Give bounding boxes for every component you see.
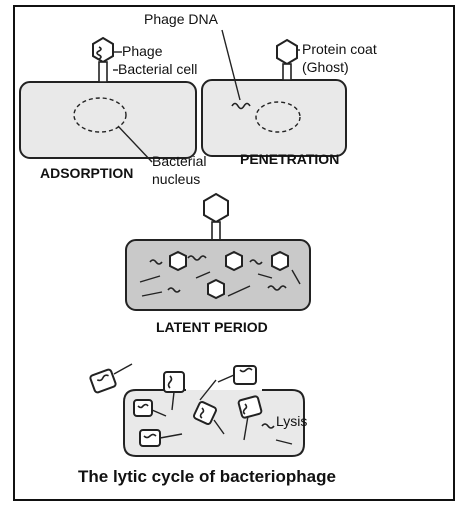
ghost-label: (Ghost): [302, 59, 349, 75]
bacterial-cell-label: Bacterial cell: [118, 61, 197, 77]
nucleus-pointer: [117, 125, 153, 163]
figure-caption: The lytic cycle of bacteriophage: [78, 467, 336, 486]
latent-attached-phage: [203, 192, 229, 241]
protein-coat-label: Protein coat: [302, 41, 377, 57]
latent-phage-components: [139, 250, 301, 300]
phage-dna-pointer: [221, 29, 241, 101]
lysis-label: Lysis: [276, 413, 307, 429]
penetration-bacterial-cell: [201, 79, 347, 157]
latent-period-label: LATENT PERIOD: [156, 319, 268, 335]
phage-dna-label: Phage DNA: [144, 11, 219, 27]
injected-phage-dna: [231, 102, 251, 110]
bacterial-nucleus-label-line1: Bacterial: [152, 153, 206, 169]
latent-bacterial-cell: [125, 239, 311, 311]
bacterial-nucleus-label-line2: nucleus: [152, 171, 200, 187]
adsorption-phage: [92, 36, 114, 83]
latent-period-stage: [125, 192, 311, 311]
phage-label: Phage: [122, 43, 163, 59]
penetration-bacterial-nucleus: [255, 101, 301, 133]
ghost-phage: [276, 38, 298, 81]
lysis-stage: [89, 363, 305, 457]
adsorption-bacterial-nucleus: [73, 97, 127, 133]
released-phages: [89, 363, 293, 447]
penetration-label: PENETRATION: [240, 151, 339, 167]
figure-frame: [13, 5, 455, 501]
penetration-stage: [201, 29, 347, 157]
adsorption-label: ADSORPTION: [40, 165, 133, 181]
adsorption-stage: [19, 36, 197, 163]
adsorption-bacterial-cell: [19, 81, 197, 159]
